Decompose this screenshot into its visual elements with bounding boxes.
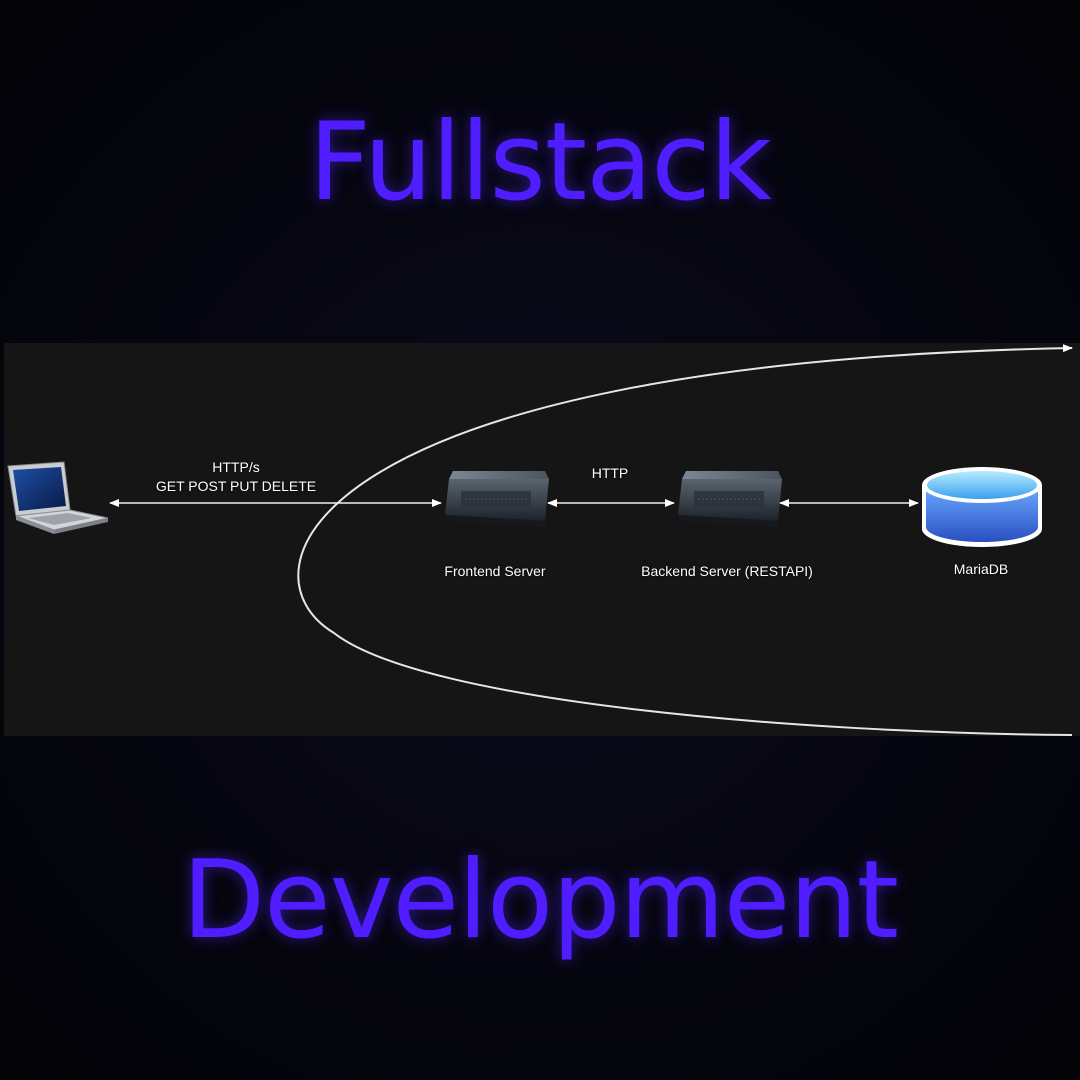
edge-label-http-methods: GET POST PUT DELETE bbox=[155, 478, 317, 494]
backend-server-label: Backend Server (RESTAPI) bbox=[641, 563, 813, 579]
laptop-icon bbox=[7, 461, 109, 534]
frontend-server-label: Frontend Server bbox=[444, 563, 546, 579]
mariadb-label: MariaDB bbox=[953, 561, 1009, 577]
headline-development: Development bbox=[181, 838, 899, 963]
mariadb-database-icon bbox=[922, 467, 1042, 547]
scope-boundary-curve bbox=[297, 344, 1073, 736]
backend-server-icon bbox=[678, 471, 782, 527]
headline-fullstack: Fullstack bbox=[308, 100, 772, 225]
edge-label-protocol-http: HTTP bbox=[591, 465, 629, 481]
edge-label-protocol-https: HTTP/s bbox=[212, 459, 260, 475]
architecture-diagram: HTTP/s GET POST PUT DELETE HTTP Frontend… bbox=[4, 343, 1080, 736]
frontend-server-icon bbox=[445, 471, 549, 527]
diagram-canvas bbox=[7, 344, 1073, 736]
